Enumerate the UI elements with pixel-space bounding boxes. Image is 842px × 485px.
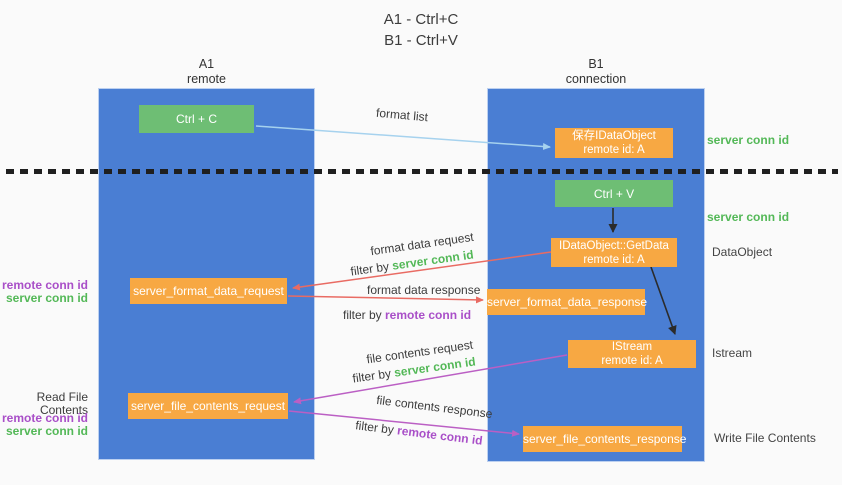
istream-side-label: Istream: [712, 346, 753, 360]
read-file-contents-label: Read File Contents: [36, 390, 88, 417]
save-idataobject-box: 保存IDataObject remote id: A: [555, 128, 673, 158]
title-line-2: B1 - Ctrl+V: [384, 32, 458, 49]
dataobject-side-label: DataObject: [712, 245, 773, 259]
getdata-label: IDataObject::GetData: [559, 239, 669, 252]
left-server-conn-id-2: server conn id: [5, 424, 88, 438]
ctrl-v-box: Ctrl + V: [555, 180, 673, 207]
left-conn-id-group-1: remote conn id server conn id: [0, 279, 88, 305]
left-server-conn-id-1: server conn id: [5, 291, 88, 305]
filter-by-text: filter by: [349, 258, 394, 279]
left-column-role: remote: [187, 72, 226, 86]
left-column-header: A1 remote: [98, 57, 315, 87]
ctrl-c-box: Ctrl + C: [139, 105, 254, 133]
server-format-data-response-box: server_format_data_response: [487, 289, 647, 315]
right-server-conn-id-label-1: server conn id: [707, 133, 790, 147]
session-separator-dashed-line: [6, 169, 838, 174]
remote-conn-id-key: remote conn id: [385, 308, 472, 322]
server-file-contents-request-box: server_file_contents_request: [128, 393, 288, 419]
filter-by-text: filter by: [354, 418, 399, 438]
left-remote-conn-id-2: remote conn id: [1, 411, 88, 425]
istream-box: IStream remote id: A: [568, 340, 696, 368]
getdata-remote-id: remote id: A: [583, 253, 645, 266]
format-data-response-filter-label: filter by remote conn id: [343, 308, 471, 322]
left-remote-conn-id-1: remote conn id: [1, 278, 88, 292]
server-file-contents-response-box: server_file_contents_response: [523, 426, 686, 452]
title-line-1: A1 - Ctrl+C: [383, 11, 459, 28]
save-idataobject-remote-id: remote id: A: [583, 144, 645, 156]
server-format-data-request-box: server_format_data_request: [130, 278, 287, 304]
write-file-contents-label: Write File Contents: [714, 431, 816, 445]
right-column-header: B1 connection: [487, 57, 705, 87]
right-column-name: B1: [588, 57, 604, 71]
file-contents-response-label: file contents response: [375, 392, 494, 422]
istream-label: IStream: [611, 341, 653, 353]
filter-by-text: filter by: [343, 308, 386, 322]
remote-conn-id-key: remote conn id: [396, 423, 484, 448]
read-file-contents-group: Read File Contents: [0, 391, 88, 417]
filter-by-text: filter by: [351, 365, 396, 386]
left-conn-id-group-2: remote conn id server conn id: [0, 412, 88, 438]
file-contents-response-filter-label: filter by remote conn id: [355, 418, 484, 447]
right-server-conn-id-label-2: server conn id: [707, 210, 790, 224]
diagram-title: A1 - Ctrl+C B1 - Ctrl+V: [0, 9, 842, 51]
format-list-label: format list: [375, 105, 429, 125]
save-idataobject-label: 保存IDataObject: [572, 130, 656, 142]
idataobject-getdata-box: IDataObject::GetData remote id: A: [551, 238, 677, 267]
left-column-name: A1: [198, 57, 215, 71]
right-column-role: connection: [565, 72, 627, 86]
istream-remote-id: remote id: A: [601, 355, 663, 367]
format-data-response-label: format data response: [367, 283, 481, 297]
